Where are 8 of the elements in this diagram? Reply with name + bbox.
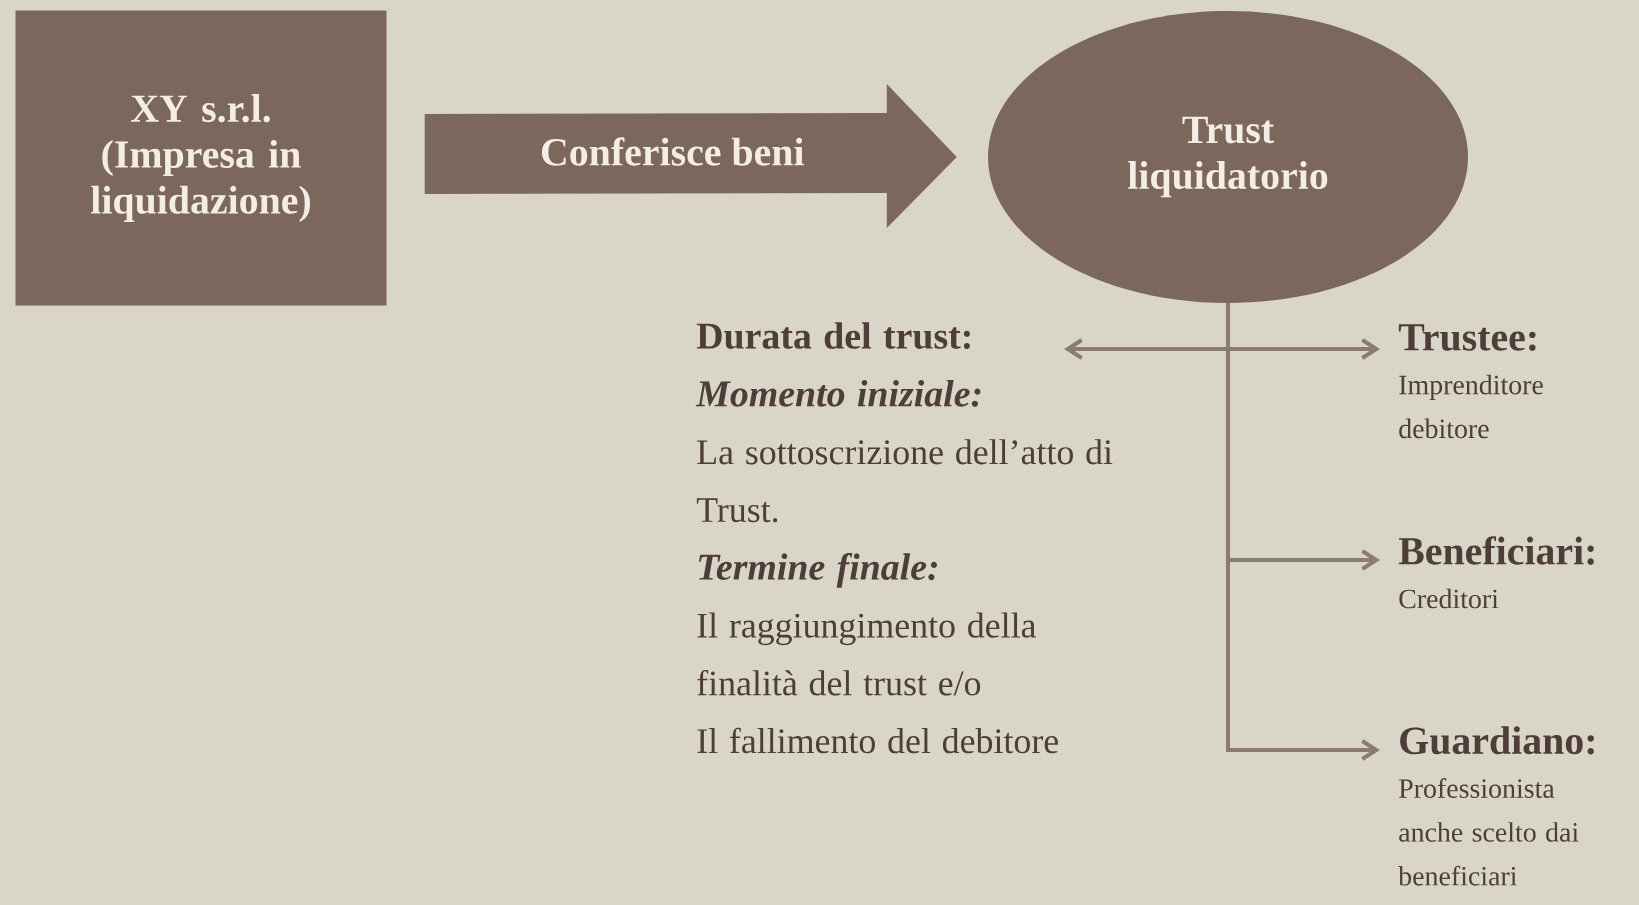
edge-label: Conferisce beni [541,137,804,166]
role-text: Guardiano: Professionista anche scelto dai beneficiari [1398,726,1594,886]
role-text: Beneficiari: Creditori [1398,536,1594,609]
arrow [1226,303,1380,761]
company-box: XY s.r.l. (Impresa in liquidazione) [15,10,387,306]
duration-text: Durata del trust: Momento iniziale: La sottoscrizione dell’atto di Trust. Termine finale: Il raggiungimento della finalità del trust e/o Il fallimento del debitore [695,322,1113,754]
role-text: Trustee: Imprenditore debitore [1398,324,1543,439]
block-arrow [424,84,957,228]
